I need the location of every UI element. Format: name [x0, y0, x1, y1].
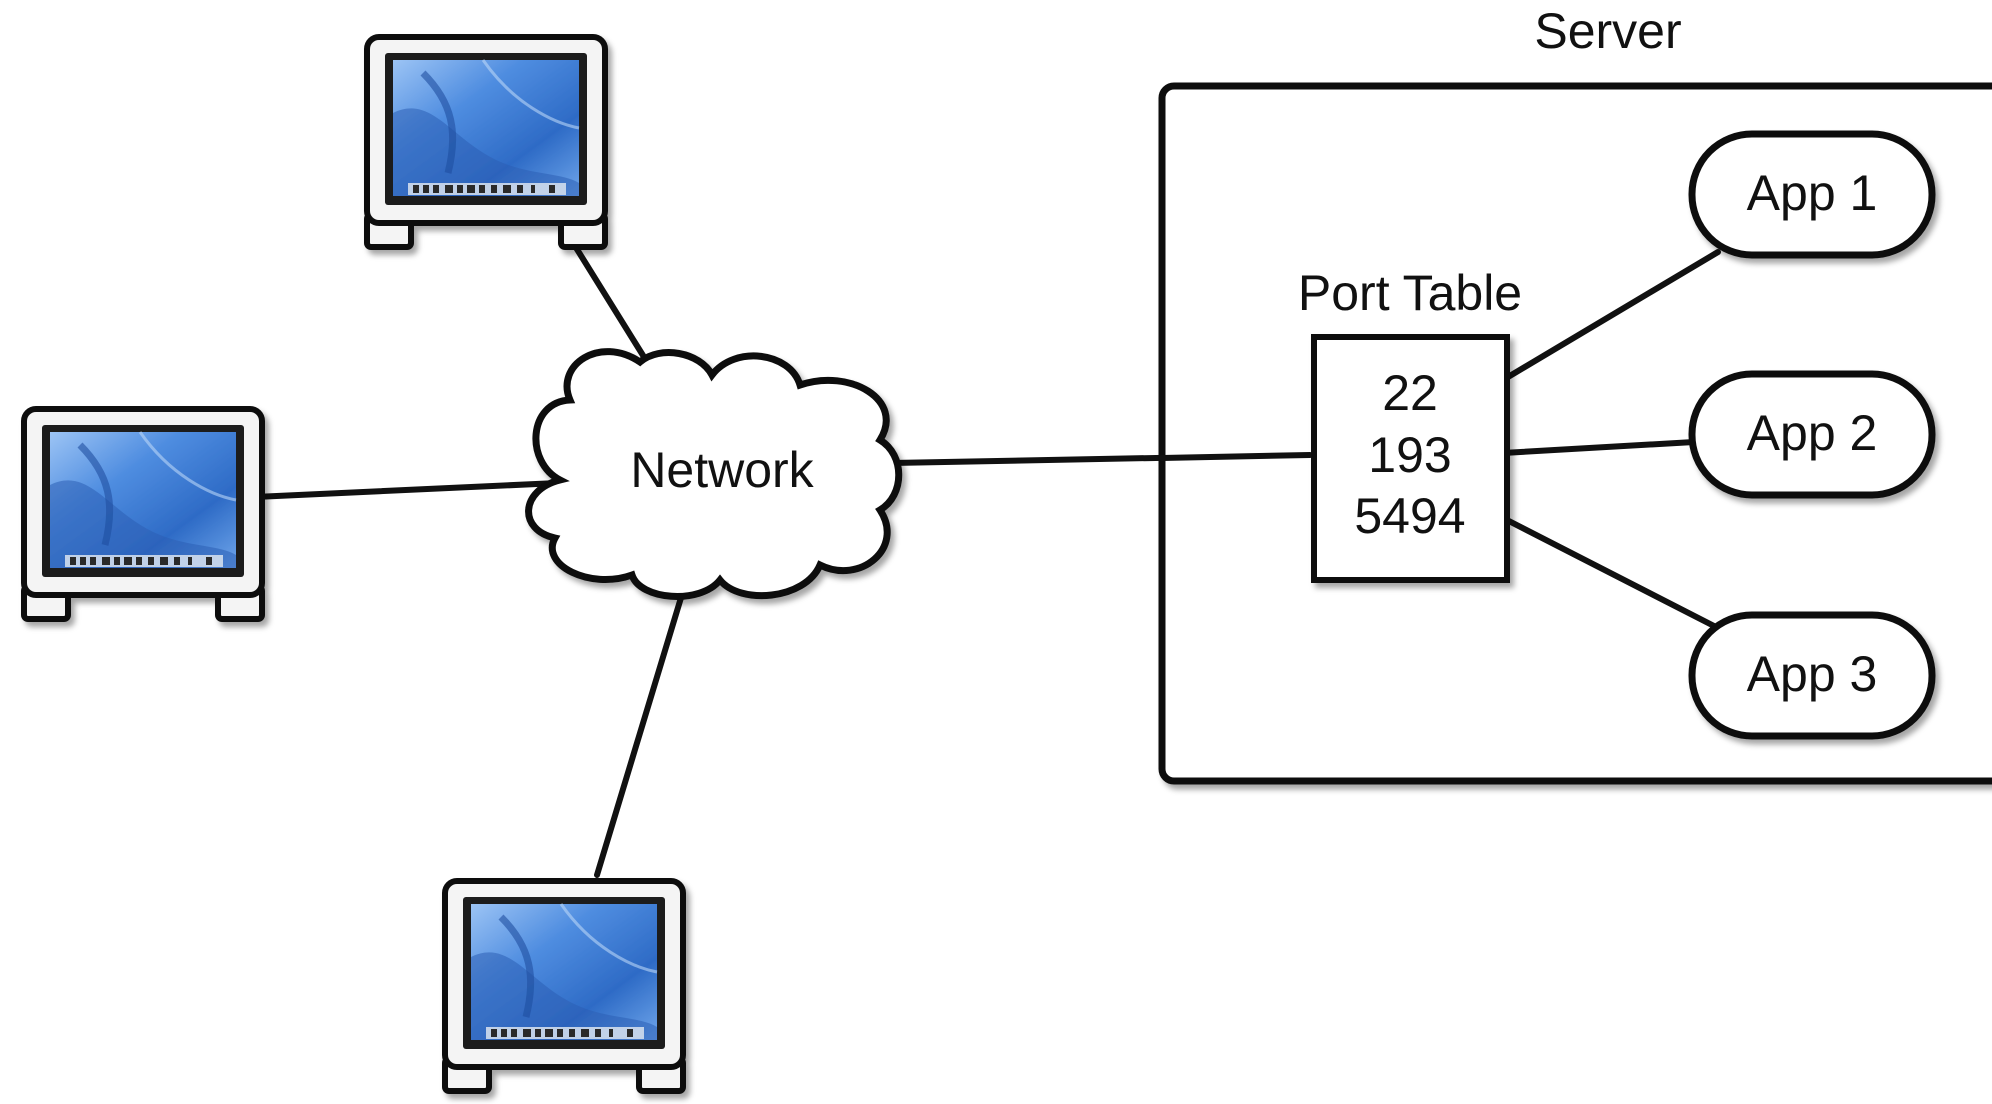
client-monitor-left — [24, 409, 262, 619]
link-top-client-network — [567, 235, 647, 360]
link-port-5494-app-3-inner — [1500, 515, 1719, 630]
app-2-node — [1688, 370, 1936, 499]
port-table-title: Port Table — [1298, 265, 1522, 321]
app-1-node — [1688, 130, 1936, 259]
link-bottom-client-network — [594, 565, 693, 878]
app-2-label: App 2 — [1747, 405, 1878, 461]
client-monitor-top — [367, 37, 605, 247]
network-cloud-outline — [525, 348, 903, 600]
port-5494: 5494 — [1354, 488, 1465, 544]
link-network-port-table-inside — [1159, 452, 1313, 461]
network-label: Network — [630, 442, 814, 498]
port-22: 22 — [1382, 365, 1438, 421]
monitor-icon — [445, 881, 683, 1091]
link-left-client-network — [252, 480, 561, 500]
app-3-label: App 3 — [1747, 646, 1878, 702]
link-port-193-app-2-inner — [1500, 439, 1697, 456]
port-193: 193 — [1368, 427, 1451, 483]
monitor-icon — [24, 409, 262, 619]
link-port-22-app-1-inner — [1500, 249, 1721, 383]
server-box — [1158, 82, 1992, 785]
app-3-node — [1688, 611, 1936, 740]
server-title: Server — [1534, 3, 1681, 59]
port-table-box — [1311, 334, 1510, 583]
monitor-icon — [367, 37, 605, 247]
app-1-label: App 1 — [1747, 165, 1878, 221]
client-monitor-bottom — [445, 881, 683, 1091]
